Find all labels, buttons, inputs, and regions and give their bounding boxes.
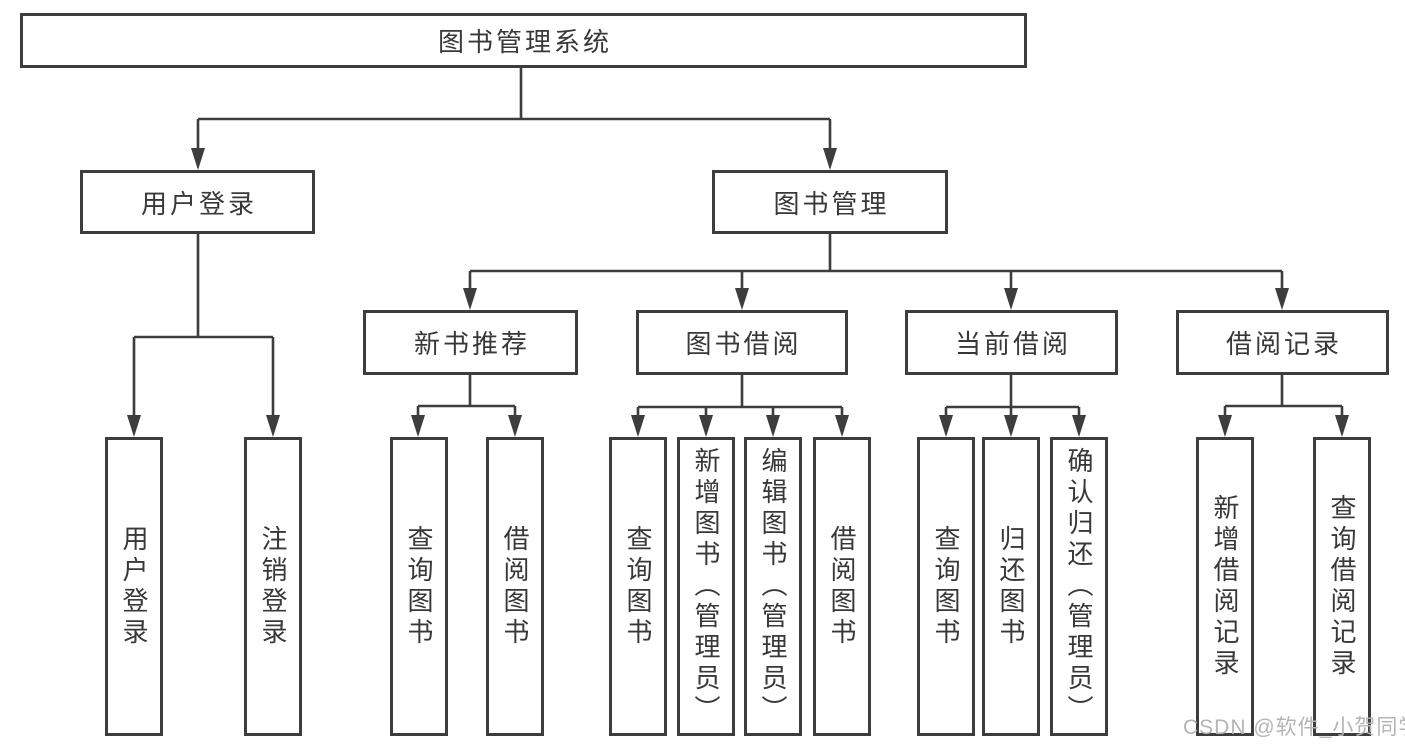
leaf-borrowing-add-books-admin: 新增图书（管理员） [677,437,735,736]
leaf-borrowing-borrow-books-label: 借阅图书 [827,524,857,649]
node-book-management: 图书管理 [712,170,948,234]
leaf-current-query-books-label: 查询图书 [931,524,961,649]
leaf-logout-label: 注销登录 [258,524,288,649]
leaf-current-confirm-return-admin: 确认归还（管理员） [1050,437,1108,736]
leaf-logout: 注销登录 [244,437,302,736]
leaf-records-add-record-label: 新增借阅记录 [1210,493,1240,680]
leaf-newbook-borrow-books: 借阅图书 [486,437,544,736]
leaf-current-return-books: 归还图书 [982,437,1040,736]
connector-current-to-leaves [944,375,1081,420]
leaf-current-confirm-return-admin-label: 确认归还（管理员） [1064,447,1094,726]
watermark-text: CSDN @软件_小贺同学 [1183,716,1405,739]
connector-newbook-to-leaves [416,375,517,420]
connector-bookmgmt-to-level3 [468,234,1284,292]
node-borrowing-records: 借阅记录 [1176,310,1389,375]
leaf-newbook-query-books-label: 查询图书 [404,524,434,649]
leaf-records-add-record: 新增借阅记录 [1196,437,1254,736]
connector-records-to-leaves [1223,375,1344,420]
leaf-newbook-borrow-books-label: 借阅图书 [500,524,530,649]
leaf-borrowing-edit-books-admin-label: 编辑图书（管理员） [758,447,788,726]
leaf-user-login-label: 用户登录 [119,524,149,649]
leaf-user-login: 用户登录 [105,437,163,736]
leaf-borrowing-query-books-label: 查询图书 [623,524,653,649]
leaf-borrowing-borrow-books: 借阅图书 [813,437,871,736]
leaf-newbook-query-books: 查询图书 [390,437,448,736]
connector-borrowing-to-leaves [636,375,844,420]
node-current-borrowing: 当前借阅 [905,310,1118,375]
leaf-borrowing-add-books-admin-label: 新增图书（管理员） [691,447,721,726]
node-book-borrowing: 图书借阅 [636,310,848,375]
node-user-login: 用户登录 [80,170,315,234]
node-root: 图书管理系统 [20,13,1027,68]
connector-root-to-level2 [196,68,832,152]
leaf-current-return-books-label: 归还图书 [996,524,1026,649]
leaf-records-query-record-label: 查询借阅记录 [1327,493,1357,680]
leaf-current-query-books: 查询图书 [917,437,975,736]
connector-userlogin-to-leaves [132,234,275,420]
leaf-borrowing-edit-books-admin: 编辑图书（管理员） [744,437,802,736]
leaf-borrowing-query-books: 查询图书 [609,437,667,736]
leaf-records-query-record: 查询借阅记录 [1313,437,1371,736]
node-new-book-recommendation: 新书推荐 [363,310,578,375]
